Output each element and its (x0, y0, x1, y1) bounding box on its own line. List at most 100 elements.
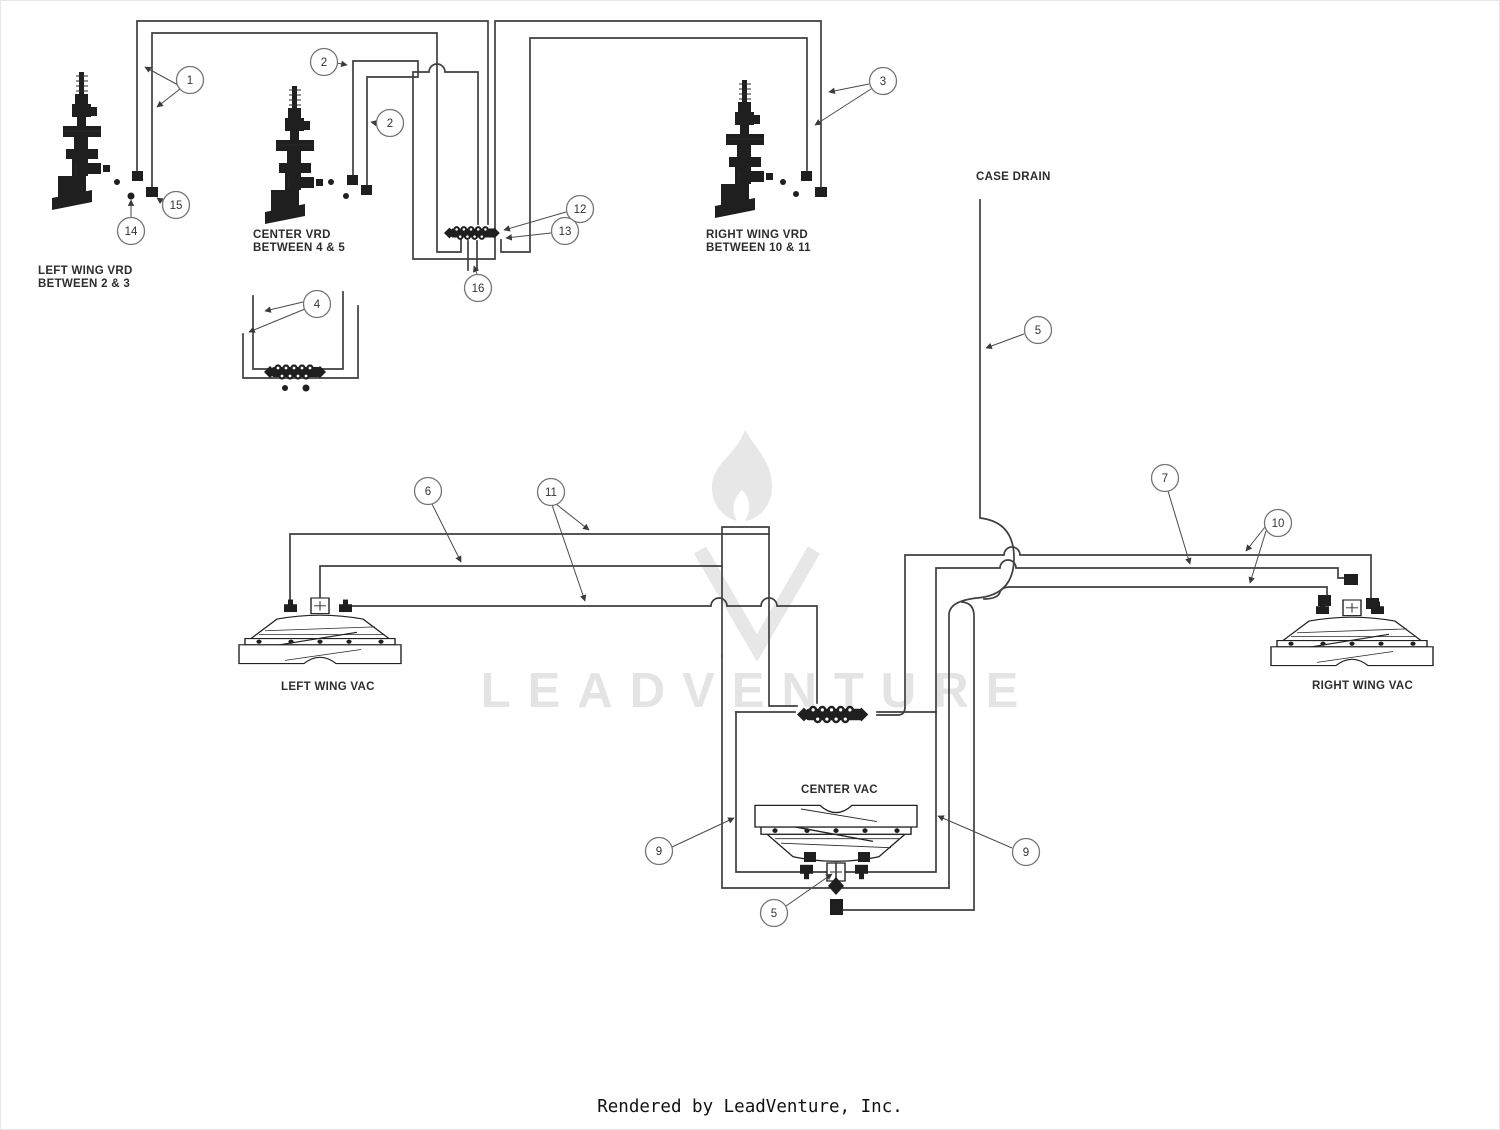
svg-text:3: 3 (880, 76, 886, 88)
part4-assembly[interactable] (264, 364, 326, 392)
footer-credit: Rendered by LeadVenture, Inc. (597, 1097, 903, 1117)
callout-5-bottom[interactable]: 5 (759, 873, 833, 928)
callout-2b[interactable]: 2 (370, 108, 405, 138)
svg-text:2: 2 (321, 57, 327, 69)
fitting-dot (793, 191, 799, 197)
pipe-case-drain (948, 199, 1015, 889)
svg-text:2: 2 (387, 118, 393, 130)
right-wing-vac-assembly[interactable] (1270, 574, 1434, 667)
callout-1[interactable]: 1 (144, 65, 205, 108)
label-case-drain: CASE DRAIN (976, 171, 1051, 183)
callout-14[interactable]: 14 (116, 199, 146, 246)
svg-text:11: 11 (545, 487, 557, 499)
svg-text:13: 13 (559, 226, 572, 238)
elbow-fitting (1344, 574, 1358, 585)
pipe-center-vac-bottom (841, 601, 975, 911)
elbow-fitting (858, 852, 870, 862)
callout-2a[interactable]: 2 (309, 47, 348, 77)
pipe-center-bridge (721, 526, 770, 567)
svg-text:14: 14 (125, 226, 138, 238)
svg-text:5: 5 (1035, 325, 1041, 337)
pipe-right-vac-middle (935, 559, 1347, 713)
svg-text:CENTER VRD: CENTER VRD (253, 229, 331, 241)
callout-13[interactable]: 13 (505, 216, 580, 246)
label-center-vac: CENTER VAC (801, 784, 878, 796)
callout-9-left[interactable]: 9 (644, 817, 735, 866)
fitting-dot (114, 179, 120, 185)
center-vrd-assembly[interactable] (264, 85, 372, 225)
svg-text:12: 12 (574, 204, 587, 216)
elbow-fitting (146, 187, 158, 197)
diagram-labels: LEFT WING VRD BETWEEN 2 & 3 CENTER VRD B… (38, 171, 1413, 796)
svg-text:1: 1 (187, 75, 193, 87)
pipe-right-vac-lower (983, 586, 1328, 600)
elbow-fitting (815, 187, 827, 197)
center-vac-assembly[interactable] (754, 705, 918, 915)
svg-text:16: 16 (472, 283, 485, 295)
svg-text:9: 9 (1023, 847, 1029, 859)
svg-text:7: 7 (1162, 473, 1168, 485)
label-left-wing-vrd: LEFT WING VRD BETWEEN 2 & 3 (38, 265, 132, 290)
svg-text:10: 10 (1272, 518, 1285, 530)
svg-text:BETWEEN 2 & 3: BETWEEN 2 & 3 (38, 278, 130, 290)
pipe-right-vrd-outer (412, 20, 822, 260)
callout-10[interactable]: 10 (1245, 508, 1293, 584)
watermark-v-inner (719, 548, 795, 619)
right-wing-vrd-assembly[interactable] (714, 79, 827, 219)
watermark-text: LEADVENTURE (481, 664, 1036, 718)
callout-6[interactable]: 6 (413, 476, 462, 563)
label-right-wing-vrd: RIGHT WING VRD BETWEEN 10 & 11 (706, 229, 811, 254)
elbow-fitting (361, 185, 372, 195)
callout-4[interactable]: 4 (248, 289, 332, 333)
pipe-left-vrd-inner (151, 32, 462, 253)
label-center-vrd: CENTER VRD BETWEEN 4 & 5 (253, 229, 345, 254)
hose-routing (136, 20, 1372, 911)
fitting-dot (282, 385, 288, 391)
callout-5-case-drain[interactable]: 5 (985, 315, 1053, 350)
callout-9-right[interactable]: 9 (937, 815, 1041, 867)
pipe-left-vac-lower (349, 597, 818, 704)
fitting-dot (328, 179, 334, 185)
svg-text:BETWEEN 4 & 5: BETWEEN 4 & 5 (253, 242, 345, 254)
case-drain-fitting (830, 899, 843, 915)
svg-text:BETWEEN 10 & 11: BETWEEN 10 & 11 (706, 242, 811, 254)
elbow-fitting (801, 171, 812, 181)
left-wing-vrd-assembly[interactable] (51, 71, 158, 211)
label-left-wing-vac: LEFT WING VAC (281, 681, 375, 693)
svg-text:4: 4 (314, 299, 321, 311)
svg-text:6: 6 (425, 486, 431, 498)
elbow-fitting (132, 171, 143, 181)
svg-text:5: 5 (771, 908, 777, 920)
callout-11[interactable]: 11 (536, 477, 590, 602)
elbow-fitting (1318, 595, 1331, 606)
svg-text:9: 9 (656, 846, 662, 858)
watermark-v-outer (693, 546, 821, 662)
callout-12[interactable]: 12 (503, 194, 595, 232)
svg-text:RIGHT WING VRD: RIGHT WING VRD (706, 229, 808, 241)
elbow-fitting (347, 175, 358, 185)
pipe-center-enclosure-outer (721, 655, 950, 889)
callout-3[interactable]: 3 (814, 66, 898, 126)
callout-16[interactable]: 16 (463, 265, 493, 303)
label-right-wing-vac: RIGHT WING VAC (1312, 680, 1413, 692)
watermark: LEADVENTURE (481, 430, 1036, 718)
fitting-dot (127, 192, 135, 200)
callout-7[interactable]: 7 (1150, 463, 1192, 565)
pipe-right-vrd-inner (500, 37, 808, 253)
pipe-right-vac-upper (876, 546, 1372, 716)
fitting-dot (780, 179, 786, 185)
elbow-fitting (804, 852, 816, 862)
callouts: 1 2 2 3 14 15 (116, 47, 1293, 928)
pipe-left-vac-middle (319, 565, 723, 657)
diamond-fitting (828, 877, 844, 895)
fitting-dot (302, 384, 310, 392)
elbow-fitting (1366, 598, 1379, 609)
fitting-dot (343, 193, 349, 199)
watermark-flame-icon (712, 430, 772, 521)
svg-text:15: 15 (170, 200, 183, 212)
callout-15[interactable]: 15 (156, 190, 191, 220)
pipe-left-vrd-outer (136, 20, 489, 225)
